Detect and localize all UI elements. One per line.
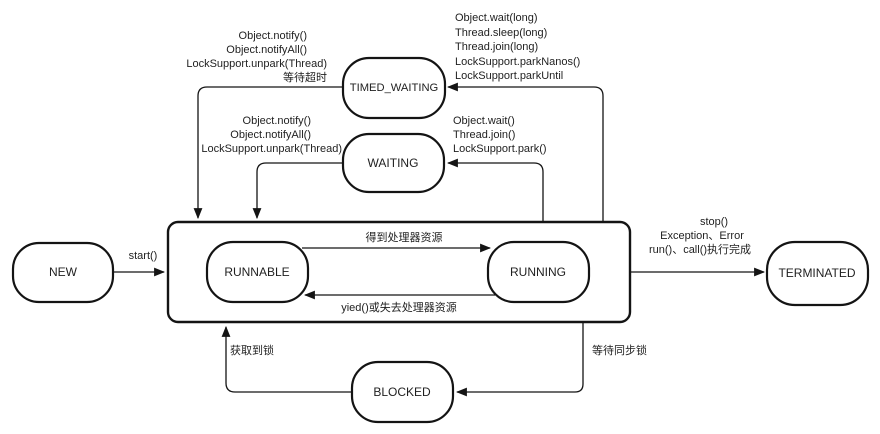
- label-timed-waiting-enter-line-0: Object.wait(long): [455, 12, 538, 24]
- state-timed-waiting-shape: [341, 56, 447, 120]
- arrow-acquire-lock: [221, 325, 352, 393]
- label-terminate-block: stop() Exception、Error run()、call()执行完成: [649, 216, 751, 256]
- state-running-label: RUNNING: [510, 265, 566, 279]
- label-timed-waiting-exit-line-2: LockSupport.unpark(Thread): [186, 58, 327, 70]
- state-waiting-shape: [341, 132, 446, 194]
- label-waiting-exit-block: Object.notify() Object.notifyAll() LockS…: [201, 115, 342, 155]
- label-timed-waiting-enter-block: Object.wait(long) Thread.sleep(long) Thr…: [455, 12, 580, 82]
- label-acquire-lock: 获取到锁: [230, 343, 274, 357]
- label-timed-waiting-enter-line-4: LockSupport.parkUntil: [455, 70, 563, 82]
- label-waiting-exit-line-1: Object.notifyAll(): [230, 129, 311, 141]
- label-timed-waiting-enter-line-1: Thread.sleep(long): [455, 27, 547, 39]
- label-waiting-exit-line-0: Object.notify(): [243, 115, 311, 127]
- label-waiting-exit-line-2: LockSupport.unpark(Thread): [201, 143, 342, 155]
- label-waiting-enter-line-1: Thread.join(): [453, 129, 515, 141]
- label-waiting-enter-line-2: LockSupport.park(): [453, 143, 547, 155]
- label-wait-lock: 等待同步锁: [592, 343, 647, 357]
- label-timed-waiting-exit-line-3: 等待超时: [283, 70, 327, 84]
- label-timed-waiting-enter-line-3: LockSupport.parkNanos(): [455, 56, 580, 68]
- state-running-shape: [486, 240, 591, 304]
- label-timed-waiting-enter-line-2: Thread.join(long): [455, 41, 538, 53]
- state-runnable-shape: [205, 240, 310, 304]
- label-timed-waiting-exit-block: Object.notify() Object.notifyAll() LockS…: [186, 30, 327, 84]
- state-new-shape: [11, 241, 115, 304]
- arrow-waiting-exit: [252, 162, 343, 220]
- state-blocked: BLOCKED: [350, 360, 455, 424]
- state-runnable: RUNNABLE: [205, 240, 310, 304]
- label-start: start(): [129, 250, 158, 262]
- state-waiting: WAITING: [341, 132, 446, 194]
- state-runnable-label: RUNNABLE: [224, 265, 289, 279]
- state-running: RUNNING: [486, 240, 591, 304]
- state-waiting-label: WAITING: [368, 156, 419, 170]
- state-timed-waiting: TIMED_WAITING: [341, 56, 447, 120]
- arrow-wait-lock: [455, 322, 584, 397]
- label-timed-waiting-exit-line-0: Object.notify(): [239, 30, 307, 42]
- label-waiting-enter-line-0: Object.wait(): [453, 115, 515, 127]
- label-waiting-enter-block: Object.wait() Thread.join() LockSupport.…: [453, 115, 547, 155]
- arrow-timed-waiting-exit: [193, 86, 343, 220]
- label-terminate-line-1: Exception、Error: [660, 230, 744, 242]
- state-new: NEW: [11, 241, 115, 304]
- state-terminated-label: TERMINATED: [778, 266, 855, 280]
- label-lose-cpu: yied()或失去处理器资源: [341, 300, 457, 314]
- label-timed-waiting-exit-line-1: Object.notifyAll(): [226, 44, 307, 56]
- state-terminated-shape: [765, 240, 870, 307]
- state-blocked-shape: [350, 360, 455, 424]
- label-terminate-line-2: run()、call()执行完成: [649, 242, 751, 256]
- state-terminated: TERMINATED: [765, 240, 870, 307]
- label-terminate-line-0: stop(): [700, 216, 728, 228]
- state-timed-waiting-label: TIMED_WAITING: [350, 82, 438, 94]
- state-new-label: NEW: [49, 265, 78, 279]
- label-get-cpu: 得到处理器资源: [366, 230, 443, 244]
- arrow-waiting-enter: [446, 158, 544, 222]
- arrow-timed-waiting-enter: [446, 82, 604, 222]
- state-blocked-label: BLOCKED: [373, 385, 431, 399]
